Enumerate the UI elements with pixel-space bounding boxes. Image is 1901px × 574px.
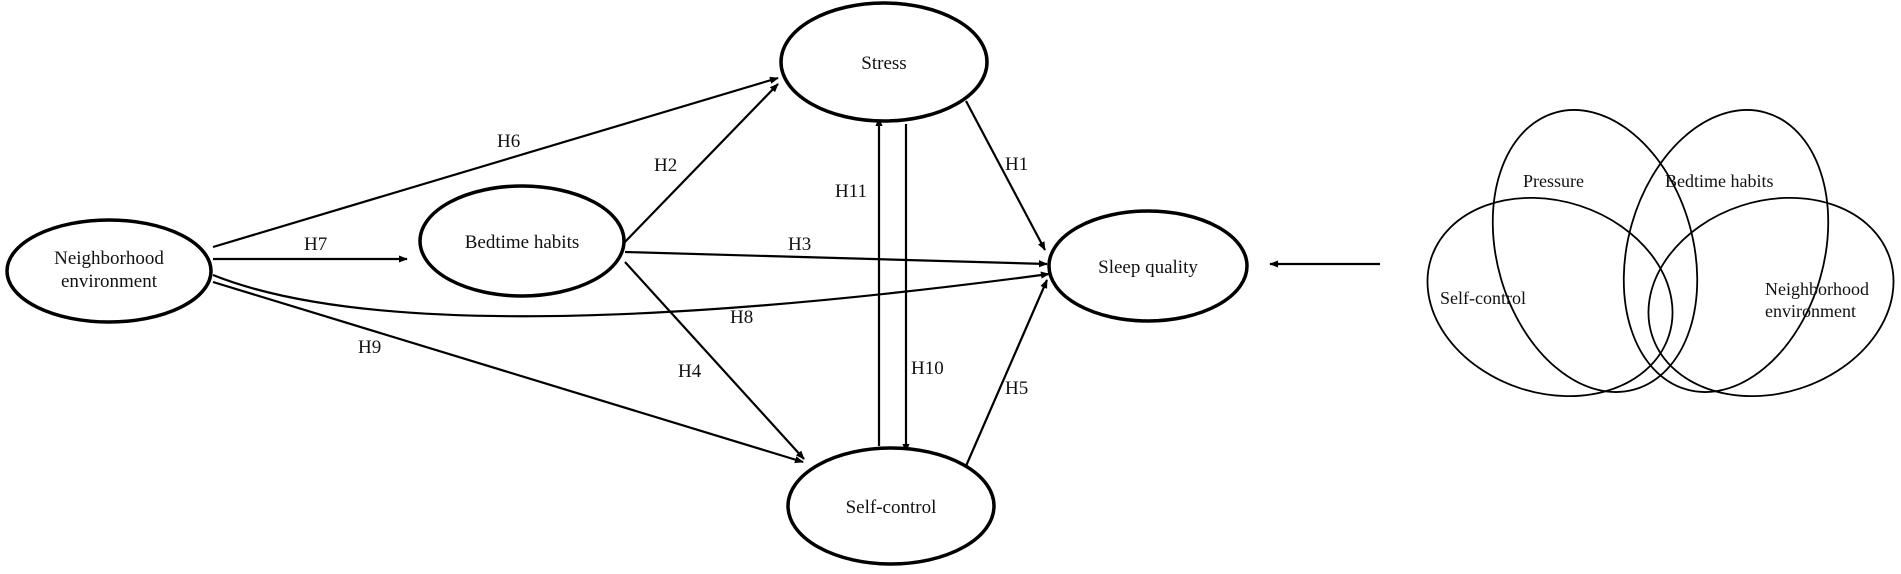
label-h4: H4 (678, 361, 702, 382)
node-stress: Stress (779, 1, 989, 123)
node-sleep-label: Sleep quality (1098, 257, 1198, 278)
label-h6: H6 (497, 131, 520, 152)
venn-label-neighborhood-line2: environment (1765, 301, 1856, 321)
edge-h1 (965, 100, 1046, 251)
node-stress-shape (779, 1, 989, 123)
label-h9: H9 (358, 337, 381, 358)
edges (212, 76, 1380, 467)
node-selfcontrol-label: Self-control (846, 497, 937, 518)
label-h3: H3 (788, 234, 811, 255)
label-h5: H5 (1005, 378, 1028, 399)
venn-label-self-control: Self-control (1440, 288, 1526, 308)
node-sleep-quality: Sleep quality (1047, 209, 1249, 323)
venn-ellipse-neighborhood-environment (1647, 196, 1895, 398)
edge-h5 (964, 279, 1049, 467)
hypothesis-labels: H6 H7 H8 H9 H2 H3 H4 H1 H5 H10 H11 (304, 131, 1028, 399)
venn-ellipse-bedtime-habits (1622, 109, 1830, 393)
label-h7: H7 (304, 234, 327, 255)
node-neighborhood-shape (5, 218, 213, 324)
venn-label-bedtime-habits: Bedtime habits (1665, 171, 1773, 191)
edge-h9 (212, 280, 804, 464)
node-neighborhood-environment: Neighborhood environment (5, 218, 213, 324)
label-h8: H8 (730, 307, 753, 328)
node-sleep-shape (1047, 209, 1249, 323)
venn-diagram: Pressure Bedtime habits Self-control Nei… (1426, 109, 1895, 398)
node-stress-label: Stress (861, 53, 906, 74)
node-neighborhood-label-line2: environment (61, 271, 158, 292)
venn-ellipse-pressure (1491, 109, 1699, 393)
node-neighborhood-label-line1: Neighborhood (54, 248, 164, 269)
node-bedtime-label: Bedtime habits (465, 232, 580, 253)
edge-h2 (621, 83, 779, 246)
edge-h6 (212, 76, 779, 249)
node-self-control: Self-control (786, 446, 996, 566)
node-bedtime-habits: Bedtime habits (418, 184, 626, 298)
label-h10: H10 (911, 358, 944, 379)
venn-label-neighborhood-line1: Neighborhood (1765, 279, 1869, 299)
label-h1: H1 (1005, 154, 1028, 175)
node-bedtime-shape (418, 184, 626, 298)
edge-h4 (624, 261, 805, 460)
label-h2: H2 (654, 155, 677, 176)
edge-h8 (212, 271, 1050, 318)
venn-ellipse-self-control (1426, 196, 1674, 398)
edge-h3 (624, 250, 1048, 268)
node-selfcontrol-shape (786, 446, 996, 566)
venn-label-pressure: Pressure (1523, 171, 1584, 191)
label-h11: H11 (835, 181, 867, 202)
